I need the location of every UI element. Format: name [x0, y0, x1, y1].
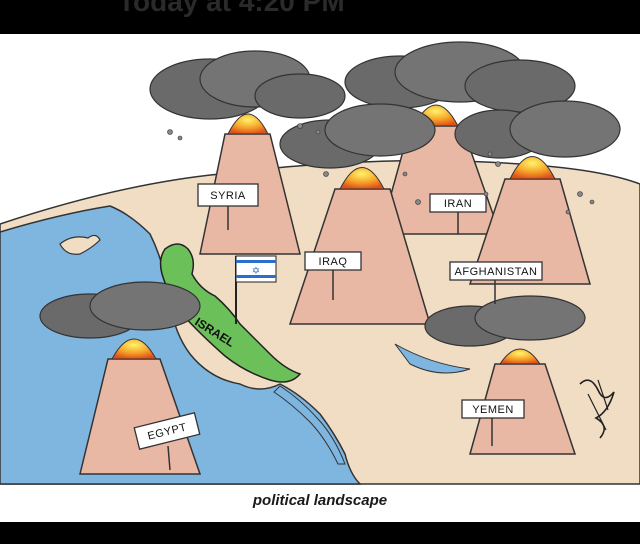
- volcano-iran: [344, 41, 576, 235]
- sign-iran: IRAN: [429, 193, 487, 234]
- red-sea: [273, 385, 346, 465]
- label-afghanistan: AFGHANISTAN: [455, 266, 538, 278]
- israel-flag: ✡: [235, 255, 277, 324]
- label-iraq: IRAQ: [319, 256, 348, 268]
- svg-text:✡: ✡: [252, 266, 260, 277]
- debris: [167, 123, 595, 215]
- sea: [0, 205, 362, 485]
- sign-egypt: EGYPT: [133, 412, 201, 471]
- volcano-afghanistan: [454, 100, 621, 285]
- sign-yemen: YEMEN: [461, 399, 525, 446]
- sign-iraq: IRAQ: [304, 251, 362, 300]
- label-yemen: YEMEN: [472, 404, 514, 416]
- timestamp-text: Today at 4:20 PM: [118, 0, 345, 17]
- cartoon-caption: political landscape: [252, 492, 388, 509]
- label-syria: SYRIA: [210, 190, 246, 202]
- cyprus: [59, 234, 101, 255]
- sign-afghanistan: AFGHANISTAN: [449, 261, 543, 304]
- bottom-bar: [0, 522, 640, 544]
- volcano-egypt: [39, 281, 202, 475]
- cartoon-illustration: ISRAEL ✡: [0, 41, 640, 485]
- sign-syria: SYRIA: [197, 183, 259, 230]
- artist-signature: [579, 379, 615, 439]
- label-iran: IRAN: [444, 198, 472, 210]
- cartoon-panel: ISRAEL ✡: [0, 34, 640, 522]
- volcano-iraq: [279, 103, 436, 325]
- status-bar: Today at 4:20 PM: [0, 0, 640, 34]
- gulf: [394, 343, 471, 374]
